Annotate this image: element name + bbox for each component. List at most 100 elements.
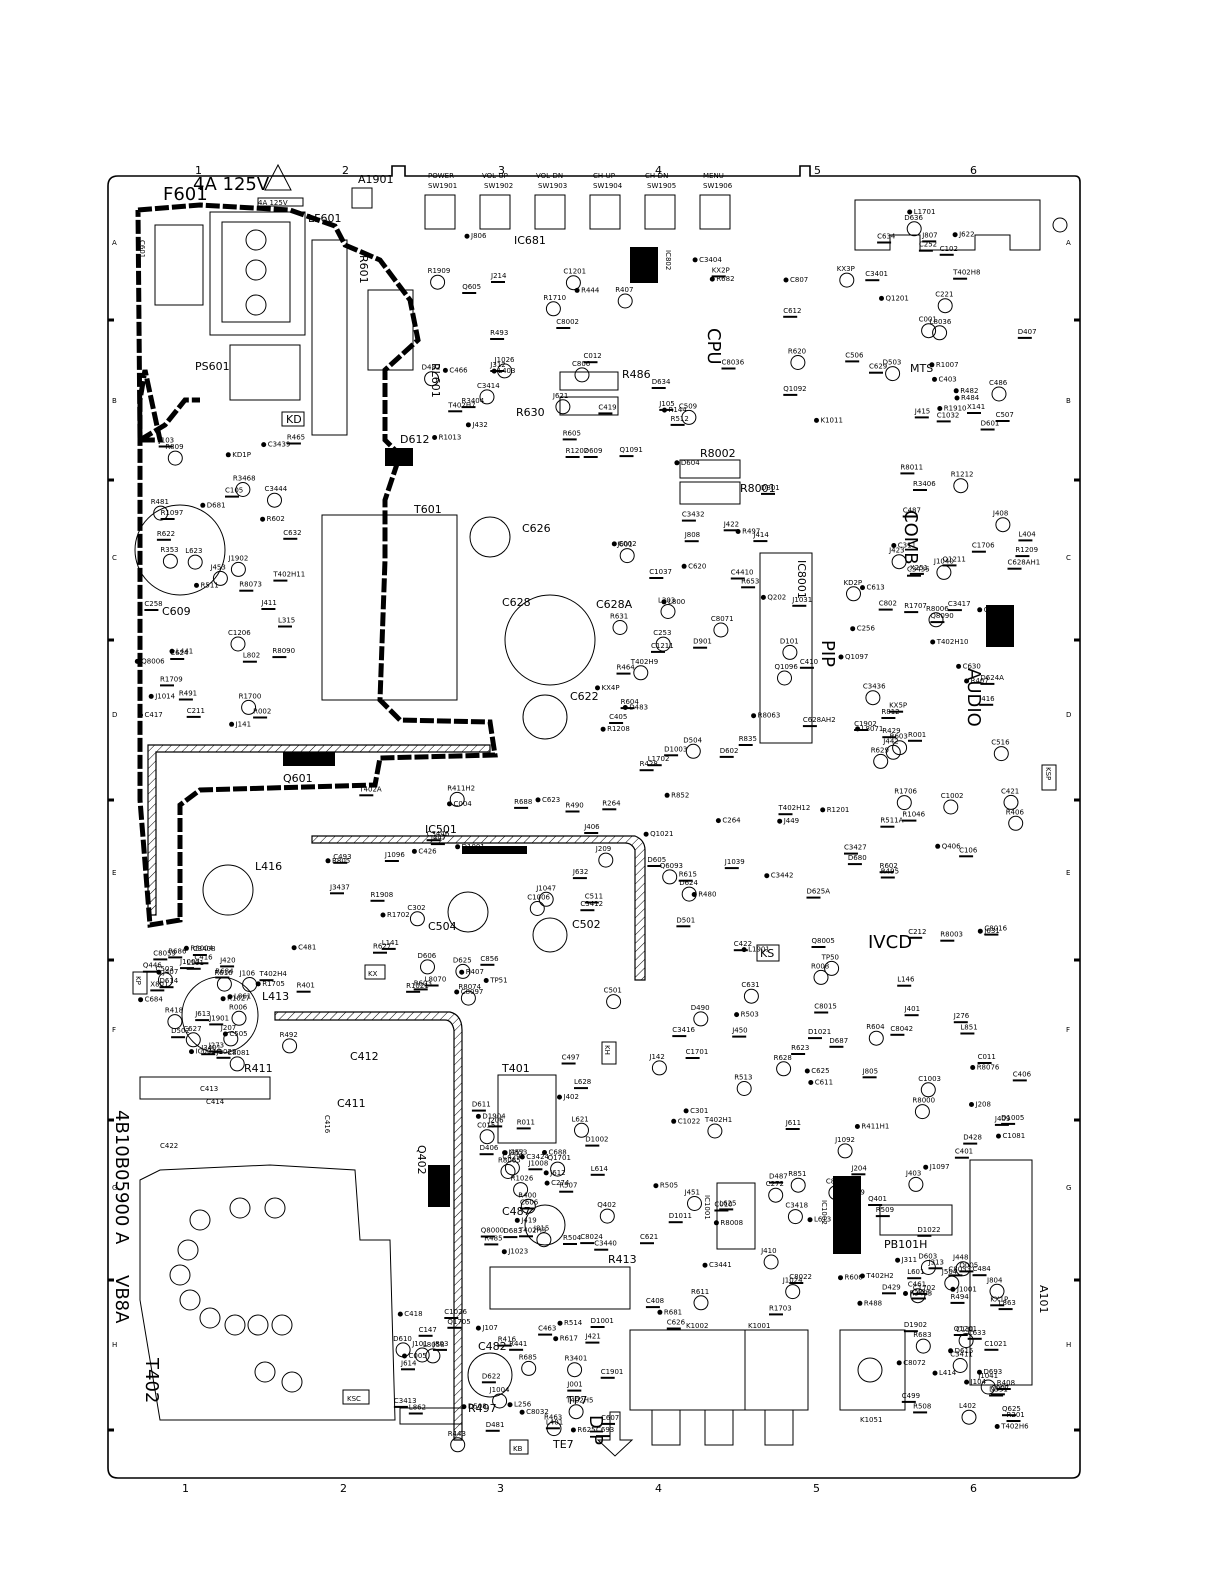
component-ref-label: D614: [160, 977, 179, 985]
component-ref-label: T402H11: [272, 571, 305, 579]
component-ref-label: R1908: [371, 891, 394, 899]
component-ref-label: C012: [584, 352, 602, 360]
component-pad: [653, 1183, 659, 1189]
component-ref-label: C631: [741, 981, 759, 989]
component-ref-label: D687: [829, 1037, 848, 1045]
f601-label: F601: [163, 184, 208, 205]
connector-top-right: [854, 199, 1068, 251]
q601: Q601: [283, 752, 335, 785]
component-ref-label: R481: [151, 498, 169, 506]
component-ref-label: R441: [509, 1340, 527, 1348]
component-ref-label: C311: [898, 542, 916, 550]
component-ref-label: C3439: [268, 441, 291, 449]
component-body-round: [892, 740, 908, 756]
component-ref-label: C302: [407, 904, 425, 912]
component-ref-label: Q402: [597, 1201, 616, 1209]
component-ref-label: D681: [207, 501, 226, 509]
component-ref-label: R3406: [913, 480, 936, 488]
component-ref-label: J421: [584, 1333, 600, 1341]
component-ref-label: R1700: [239, 692, 262, 700]
row-marker-a: A: [112, 239, 117, 247]
component-body-round: [158, 972, 173, 988]
component-pad: [956, 663, 962, 669]
component-pad: [953, 388, 959, 394]
component-ref-label: J214: [490, 272, 507, 280]
component-ref-label: J612: [549, 1169, 565, 1177]
switch-power: POWER SW1901: [424, 172, 457, 230]
component-ref-label: L8049: [843, 1189, 865, 1197]
component-ref-label: J423: [888, 547, 904, 555]
component-body-round: [574, 367, 590, 383]
component-body-round: [655, 636, 671, 652]
component-ref-label: D502: [171, 1027, 190, 1035]
c622: C622: [522, 690, 599, 740]
component-ref-label: D1022: [917, 1226, 940, 1234]
component-body-round: [955, 1261, 971, 1277]
component-ref-label: C626: [667, 1319, 686, 1327]
component-ref-label: R8006: [926, 605, 949, 613]
component-ref-label: Q1021: [650, 830, 673, 838]
component-ref-label: D101: [780, 637, 799, 645]
component-pad: [930, 639, 936, 645]
component-ref-label: KX5P: [889, 702, 907, 710]
component-pad: [501, 1249, 507, 1255]
component-body-round: [777, 670, 792, 686]
component-ref-label: R492: [280, 1031, 298, 1039]
component-ref-label: R616: [214, 969, 233, 977]
component-pad: [134, 658, 140, 664]
component-pad: [222, 1031, 228, 1037]
component-ref-label: D1904: [482, 1112, 506, 1120]
component-body-round: [235, 482, 251, 497]
c502-label: C502: [572, 918, 601, 931]
component-ref-label: D407: [1018, 328, 1037, 336]
component-pad: [325, 858, 331, 864]
c504: C504: [428, 891, 489, 933]
ivcd-section-label: IVCD: [868, 932, 912, 953]
component-ref-label: L1901: [748, 946, 770, 954]
component-pad: [611, 541, 617, 547]
component-ref-label: R653: [741, 577, 759, 585]
component-ref-label: R8074: [458, 983, 481, 991]
component-ref-label: L414: [939, 1369, 957, 1377]
component-pad: [502, 1150, 508, 1156]
component-ref-label: C497: [562, 1054, 580, 1062]
component-ref-label: C002: [618, 540, 636, 548]
component-body-round: [167, 1014, 183, 1030]
component-ref-label: C3432: [682, 511, 705, 519]
component-ref-label: D801: [761, 484, 780, 492]
component-ref-label: D901: [693, 638, 712, 646]
component-ref-label: J450: [731, 1027, 747, 1035]
component-ref-label: C1702: [913, 1284, 936, 1292]
component-ref-label: D611: [472, 1101, 491, 1109]
component-ref-label: C8081: [227, 1049, 250, 1057]
l416-label: L416: [255, 860, 282, 873]
component-body-round: [414, 1347, 430, 1363]
component-body-round: [212, 570, 228, 586]
component-ref-label: D481: [486, 1421, 505, 1429]
d612: D612: [385, 433, 429, 466]
component-ref-label: D504: [683, 736, 702, 744]
component-pad: [570, 1427, 576, 1433]
component-ref-label: J001: [566, 1381, 582, 1389]
row-marker-c: C: [112, 554, 117, 562]
component-ref-label: R602: [267, 515, 285, 523]
component-pad: [734, 1012, 740, 1018]
component-body-round: [216, 976, 232, 992]
component-body-round: [521, 1360, 537, 1376]
row-marker-f: F: [112, 1026, 116, 1034]
component-body-round: [908, 1176, 924, 1192]
component-ref-label: L621: [572, 1115, 589, 1123]
component-ref-label: C403: [939, 375, 957, 383]
component-ref-label: R428: [640, 760, 658, 768]
component-ref-label: R513: [734, 1074, 752, 1082]
row-marker-h: H: [112, 1341, 117, 1349]
component-body-round: [937, 298, 953, 314]
component-pad: [709, 276, 715, 282]
component-ref-label: R512: [671, 415, 689, 423]
fuse-rating: 4A 125V: [193, 174, 270, 195]
component-ref-label: R603: [414, 979, 432, 987]
component-ref-label: C005: [409, 1352, 427, 1360]
c416-label: C416: [323, 1115, 331, 1134]
component-body-round: [598, 852, 614, 868]
component-pad: [220, 996, 226, 1002]
